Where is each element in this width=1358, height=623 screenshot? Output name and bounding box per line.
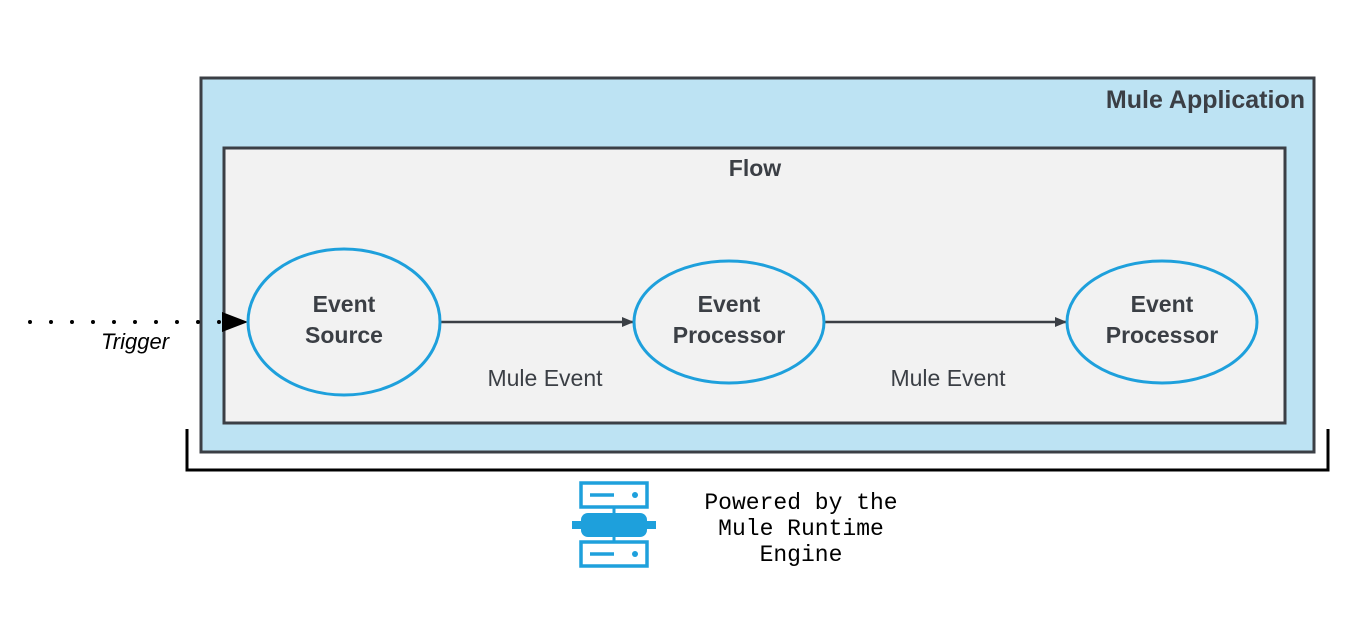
trigger-label: Trigger — [101, 329, 171, 354]
node-event-source-shape — [246, 247, 442, 397]
runtime-text-line2: Mule Runtime — [718, 516, 884, 542]
node-event-processor-1-line2: Processor — [673, 322, 786, 348]
server-icon — [572, 481, 656, 568]
node-event-source: Event Source — [246, 247, 442, 397]
node-event-processor-2-line2: Processor — [1106, 322, 1219, 348]
node-event-source-line1: Event — [313, 291, 376, 317]
edge-label-mule-event-1: Mule Event — [487, 365, 603, 391]
mule-application-label: Mule Application — [1106, 86, 1305, 114]
runtime-bracket — [185, 429, 1330, 472]
node-event-processor-2-shape — [1065, 259, 1259, 385]
node-event-processor-2-line1: Event — [1131, 291, 1194, 317]
flow-label: Flow — [729, 155, 781, 181]
node-event-source-line2: Source — [305, 322, 383, 348]
runtime-text-line3: Engine — [760, 542, 843, 568]
node-event-processor-2: Event Processor — [1065, 259, 1259, 385]
node-event-processor-1-line1: Event — [698, 291, 761, 317]
edge-label-mule-event-2: Mule Event — [890, 365, 1006, 391]
runtime-text-line1: Powered by the — [704, 490, 897, 516]
node-event-processor-1-shape — [632, 259, 826, 385]
node-event-processor-1: Event Processor — [632, 259, 826, 385]
